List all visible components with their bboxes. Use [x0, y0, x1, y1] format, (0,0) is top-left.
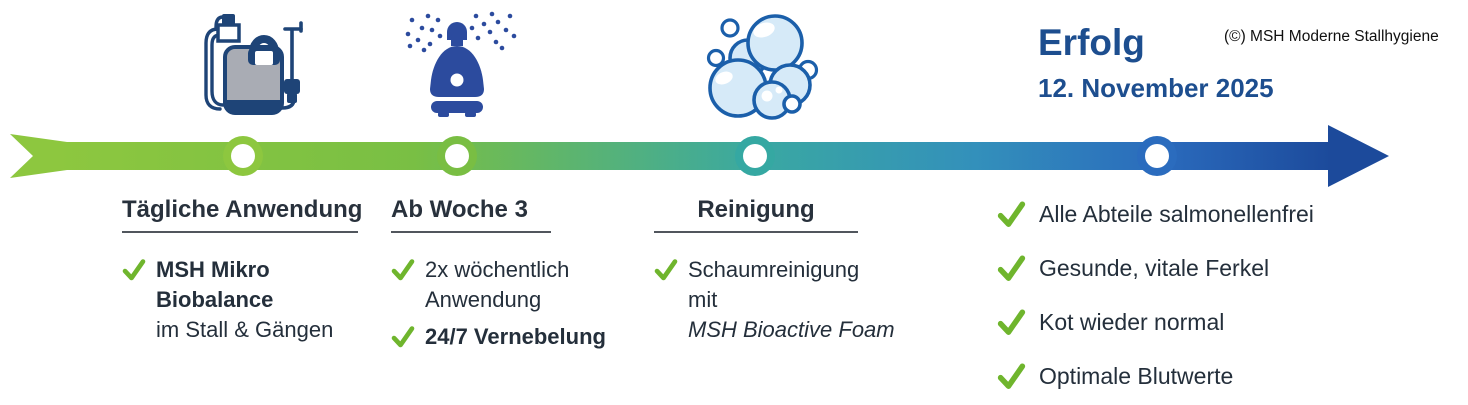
timeline-node-4	[1137, 136, 1177, 176]
check-icon	[997, 363, 1026, 389]
success-date: 12. November 2025	[1038, 73, 1274, 103]
mist-dots	[405, 11, 517, 53]
item-line: Anwendung	[425, 287, 542, 312]
foam-bubbles-icon	[706, 14, 819, 120]
timeline-arrowhead	[1328, 125, 1389, 187]
item-line: 24/7 Vernebelung	[425, 324, 606, 349]
item-line: MSH Mikro	[156, 257, 270, 282]
result-item: Gesunde, vitale Ferkel	[996, 254, 1314, 283]
result-text: Gesunde, vitale Ferkel	[1039, 255, 1270, 281]
result-item: Kot wieder normal	[996, 308, 1314, 337]
check-icon	[997, 309, 1026, 335]
copyright-notice: (©) MSH Moderne Stallhygiene	[1224, 28, 1439, 45]
timeline-tail	[10, 134, 67, 178]
milestone-heading: Ab Woche 3	[391, 196, 528, 223]
check-icon	[997, 201, 1026, 227]
timeline-node-3	[735, 136, 775, 176]
list-item: 24/7 Vernebelung	[391, 322, 606, 352]
item-line: Biobalance	[156, 287, 274, 312]
result-text: Optimale Blutwerte	[1039, 363, 1234, 389]
heading-rule	[654, 231, 858, 233]
check-icon	[122, 259, 146, 281]
milestone-reinigung: Reinigung Schaumreinigung mit MSH Bioact…	[654, 196, 895, 345]
heading-rule	[391, 231, 551, 233]
timeline-node-2	[437, 136, 477, 176]
milestone-ab-woche-3: Ab Woche 3 2x wöchentlich Anwendung 24/7…	[391, 196, 606, 352]
check-icon	[997, 255, 1026, 281]
result-item: Alle Abteile salmonellenfrei	[996, 200, 1314, 229]
item-line: MSH Bioactive Foam	[688, 317, 895, 342]
list-item: MSH Mikro Biobalance im Stall & Gängen	[122, 255, 358, 345]
item-line: im Stall & Gängen	[156, 317, 334, 342]
milestone-taegliche-anwendung: Tägliche Anwendung MSH Mikro Biobalance …	[122, 196, 363, 345]
timeline-arrow	[10, 125, 1389, 187]
milestone-heading: Reinigung	[697, 196, 815, 223]
item-line: mit	[688, 287, 718, 312]
timeline-node-1	[223, 136, 263, 176]
result-item: Optimale Blutwerte	[996, 362, 1314, 391]
fogger-icon	[405, 11, 517, 117]
milestone-heading: Tägliche Anwendung	[122, 196, 363, 223]
success-header: Erfolg 12. November 2025	[1038, 22, 1274, 103]
result-text: Kot wieder normal	[1039, 309, 1225, 335]
check-icon	[654, 259, 678, 281]
heading-rule	[122, 231, 358, 233]
list-item: Schaumreinigung mit MSH Bioactive Foam	[654, 255, 895, 345]
list-item: 2x wöchentlich Anwendung	[391, 255, 569, 315]
item-line: 2x wöchentlich	[425, 257, 570, 282]
result-text: Alle Abteile salmonellenfrei	[1039, 201, 1314, 227]
check-icon	[391, 326, 415, 348]
item-line: Schaumreinigung	[688, 257, 860, 282]
backpack-sprayer-icon	[204, 14, 303, 115]
success-title: Erfolg	[1038, 22, 1145, 63]
timeline-band	[58, 142, 1332, 170]
success-results: Alle Abteile salmonellenfrei Gesunde, vi…	[996, 200, 1314, 391]
check-icon	[391, 259, 415, 281]
